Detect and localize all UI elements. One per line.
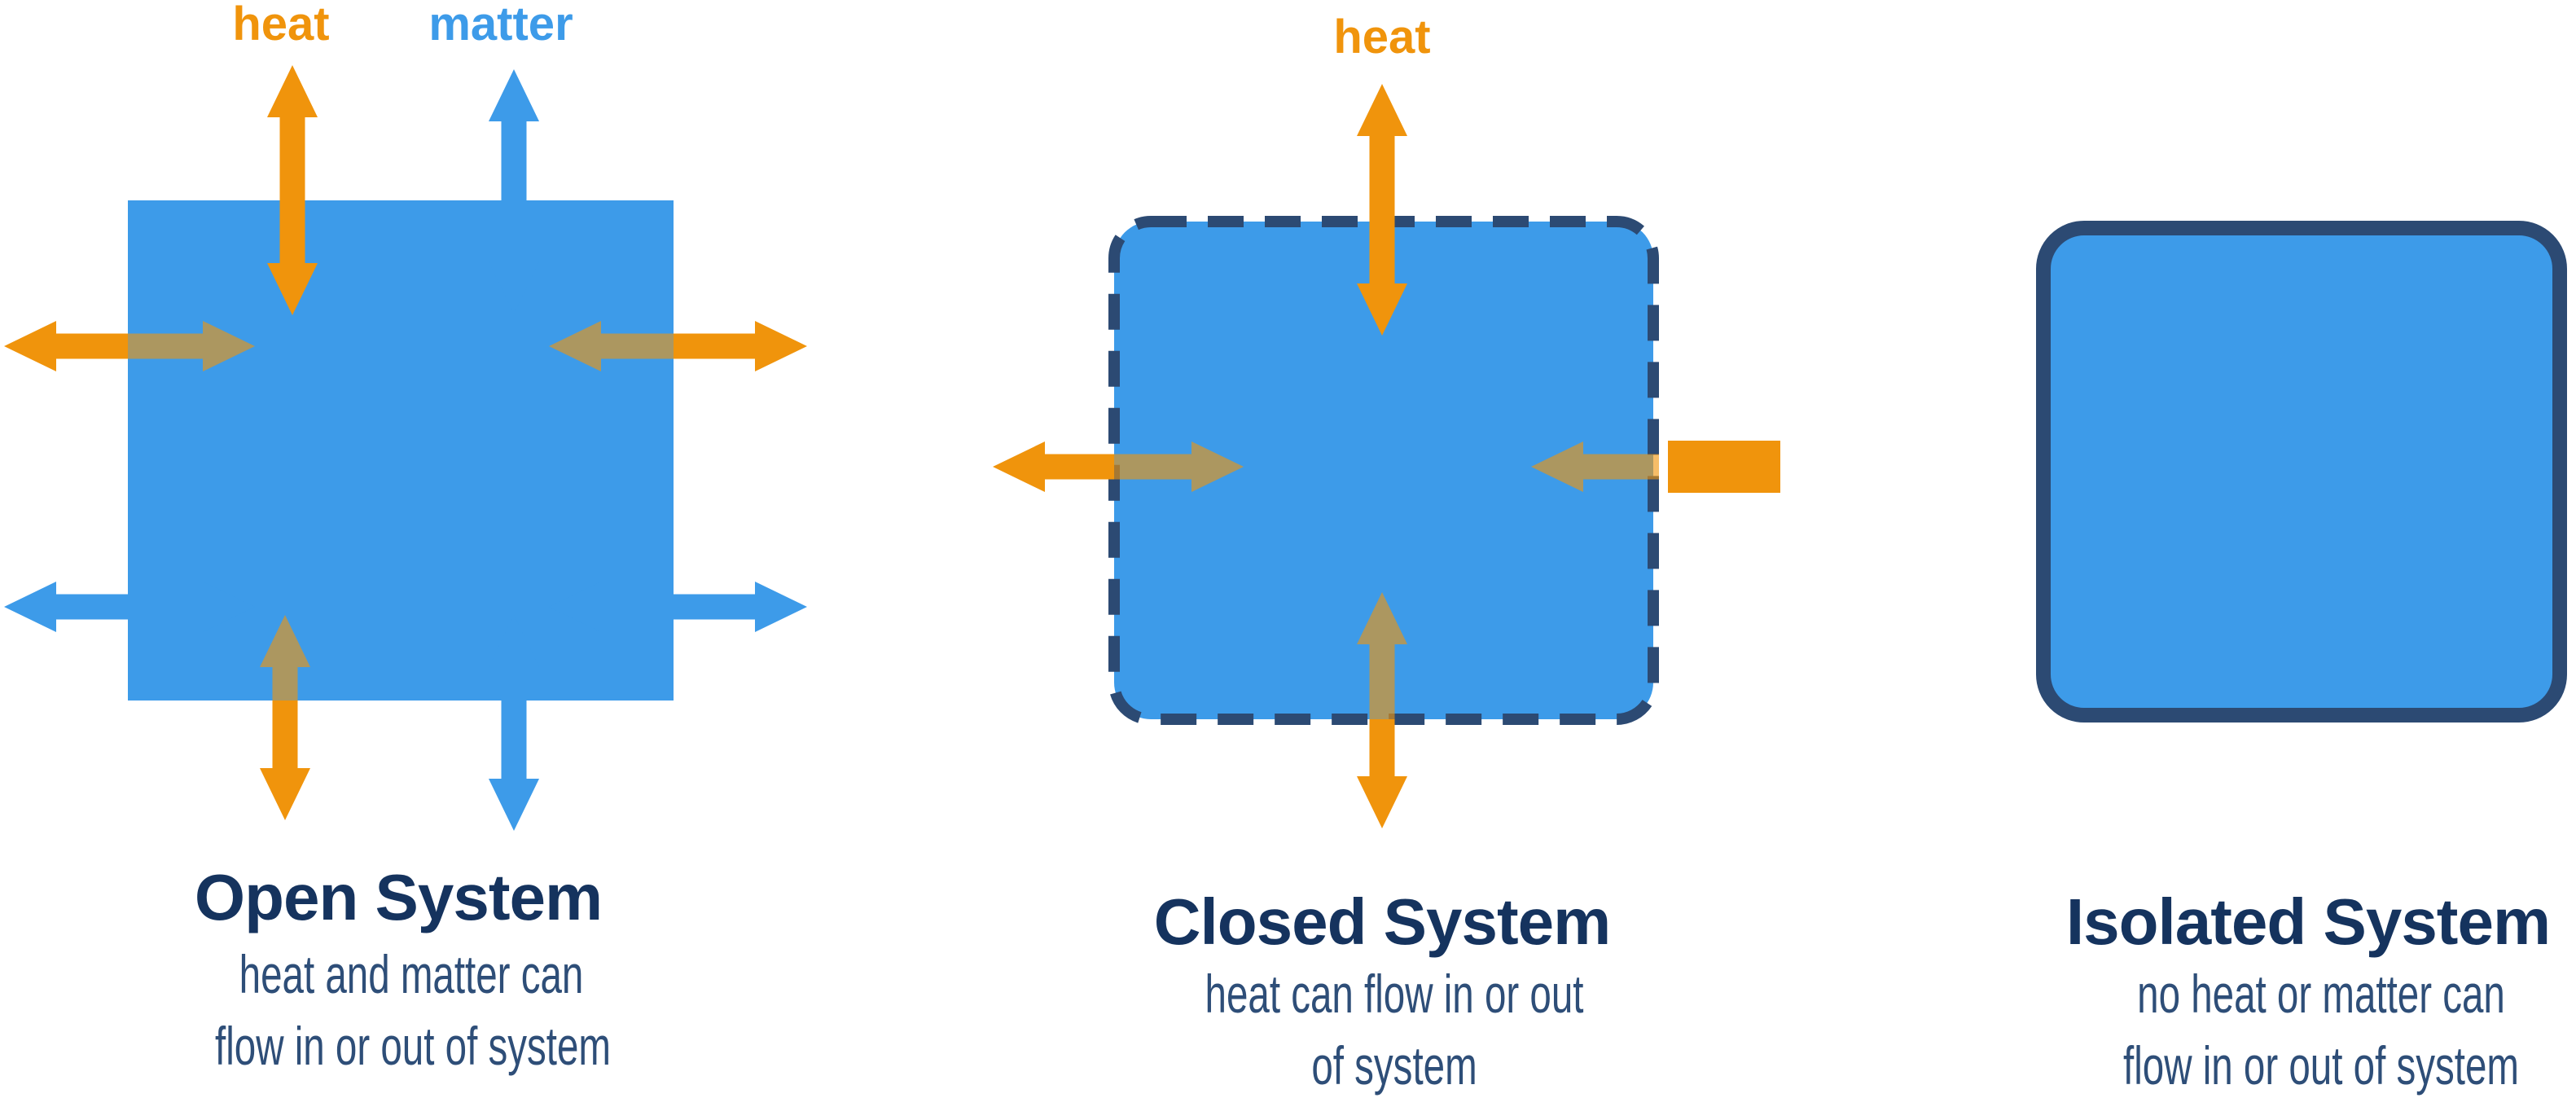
open-system-title: Open System xyxy=(194,861,603,933)
open-system-caption-line2: flow in or out of system xyxy=(215,1016,611,1076)
closed-system-caption-line1: heat can flow in or out xyxy=(1205,964,1584,1024)
isolated-system-box xyxy=(2036,221,2567,722)
open-system-caption-line1: heat and matter can xyxy=(239,944,584,1004)
isolated-system-title: Isolated System xyxy=(2065,885,2551,958)
isolated-system-caption-line2: flow in or out of system xyxy=(2123,1035,2519,1096)
closed-heat-label: heat xyxy=(1333,11,1431,64)
open-system-box xyxy=(128,200,674,701)
closed-heat-source-bar xyxy=(1668,441,1780,493)
isolated-system-caption-line1: no heat or matter can xyxy=(2137,964,2505,1024)
open-matter-label: matter xyxy=(428,0,573,51)
open-heat-label: heat xyxy=(232,0,330,51)
closed-system-title: Closed System xyxy=(1153,885,1612,958)
closed-system-caption-line2: of system xyxy=(1311,1035,1477,1096)
